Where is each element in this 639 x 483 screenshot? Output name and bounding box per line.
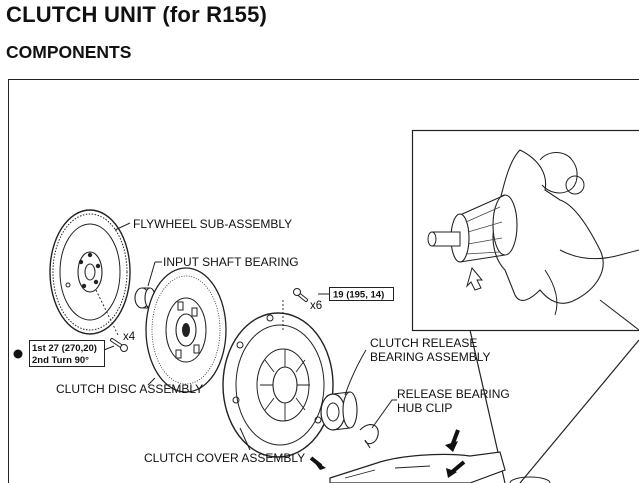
torque-cover-bolts-value: 19 (195, 14): [333, 290, 384, 301]
label-hub-clip-line1: RELEASE BEARING: [397, 387, 510, 401]
page-title: CLUTCH UNIT (for R155): [6, 2, 268, 27]
release-fork: [329, 451, 506, 483]
flywheel-bolt: [95, 289, 128, 352]
cover-bolts-quantity: x6: [310, 300, 322, 312]
torque-flywheel-line2: 2nd Turn 90°: [32, 355, 89, 366]
inset-detail-view: [411, 129, 639, 483]
label-clutch-release-line1: CLUTCH RELEASE: [370, 336, 477, 350]
arrow-icon: [309, 429, 466, 478]
clutch-disc-assembly: [145, 267, 227, 393]
label-input-shaft-bearing: INPUT SHAFT BEARING: [163, 255, 299, 269]
section-subtitle: COMPONENTS: [6, 42, 132, 62]
torque-spec-cover-bolts: 19 (195, 14) x6: [310, 287, 394, 312]
torque-flywheel-line1: 1st 27 (270,20): [32, 343, 97, 354]
clutch-cover-bolt: [282, 288, 308, 330]
label-flywheel-sub-assembly: FLYWHEEL SUB-ASSEMBLY: [133, 217, 292, 231]
label-clutch-cover-assembly: CLUTCH COVER ASSEMBLY: [144, 451, 305, 465]
flywheel-bolts-quantity: x4: [123, 331, 136, 343]
release-bearing-hub-clip: [359, 399, 397, 449]
clutch-cover-assembly: [222, 312, 334, 458]
diagram-frame: [8, 79, 639, 483]
clutch-release-bearing-assembly: [320, 349, 367, 431]
torque-spec-flywheel-bolts: x4 1st 27 (270,20) 2nd Turn 90°: [13, 331, 136, 367]
label-hub-clip-line2: HUB CLIP: [397, 401, 452, 415]
bullet-icon: [13, 349, 23, 359]
label-clutch-disc-assembly: CLUTCH DISC ASSEMBLY: [56, 382, 203, 396]
label-clutch-release-line2: BEARING ASSEMBLY: [370, 350, 491, 364]
flywheel-sub-assembly: [49, 209, 131, 335]
